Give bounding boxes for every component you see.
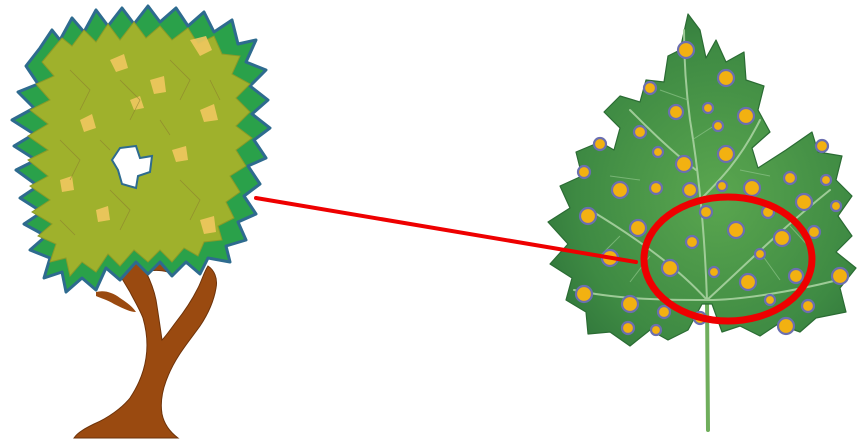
tree-canopy	[28, 22, 252, 276]
leaf-spot	[678, 42, 694, 58]
leaf-spot	[796, 194, 812, 210]
leaf-with-spots	[548, 14, 856, 430]
leaf-spot	[658, 306, 670, 318]
leaf-spot	[612, 182, 628, 198]
leaf-spot	[634, 126, 646, 138]
leaf-spot	[676, 156, 692, 172]
leaf-spot	[713, 121, 723, 131]
leaf-spot	[816, 140, 828, 152]
leaf-spot	[686, 236, 698, 248]
leaf-spot	[784, 172, 796, 184]
leaf-spot	[755, 249, 765, 259]
leaf-spot	[630, 220, 646, 236]
leaf-spot	[765, 295, 775, 305]
leaf-spot	[774, 230, 790, 246]
leaf-spot	[669, 105, 683, 119]
leaf-spot	[653, 147, 663, 157]
tree-illustration	[12, 6, 270, 438]
leaf-spot	[578, 166, 590, 178]
leaf-spot	[718, 70, 734, 86]
leaf-spot	[789, 269, 803, 283]
leaf-blade	[548, 14, 856, 346]
leaf-spot	[650, 182, 662, 194]
leaf-spot	[832, 268, 848, 284]
leaf-spot	[802, 300, 814, 312]
leaf-spot	[728, 222, 744, 238]
leaf-spot	[683, 183, 697, 197]
leaf-spot	[700, 206, 712, 218]
leaf-spot	[709, 267, 719, 277]
leaf-spot	[738, 108, 754, 124]
leaf-spot	[703, 103, 713, 113]
leaf-spot	[778, 318, 794, 334]
leaf-spot	[662, 260, 678, 276]
tree-trunk-branch	[96, 291, 136, 312]
leaf-spot	[622, 296, 638, 312]
leaf-spot	[580, 208, 596, 224]
leaf-spot	[576, 286, 592, 302]
leaf-spot	[594, 138, 606, 150]
leaf-spot	[744, 180, 760, 196]
leaf-spot	[644, 82, 656, 94]
leaf-spot	[717, 181, 727, 191]
leaf-spot	[622, 322, 634, 334]
leaf-spot	[718, 146, 734, 162]
leaf-spot	[651, 325, 661, 335]
leaf-spot	[831, 201, 841, 211]
leaf-spot	[740, 274, 756, 290]
leaf-spot	[821, 175, 831, 185]
